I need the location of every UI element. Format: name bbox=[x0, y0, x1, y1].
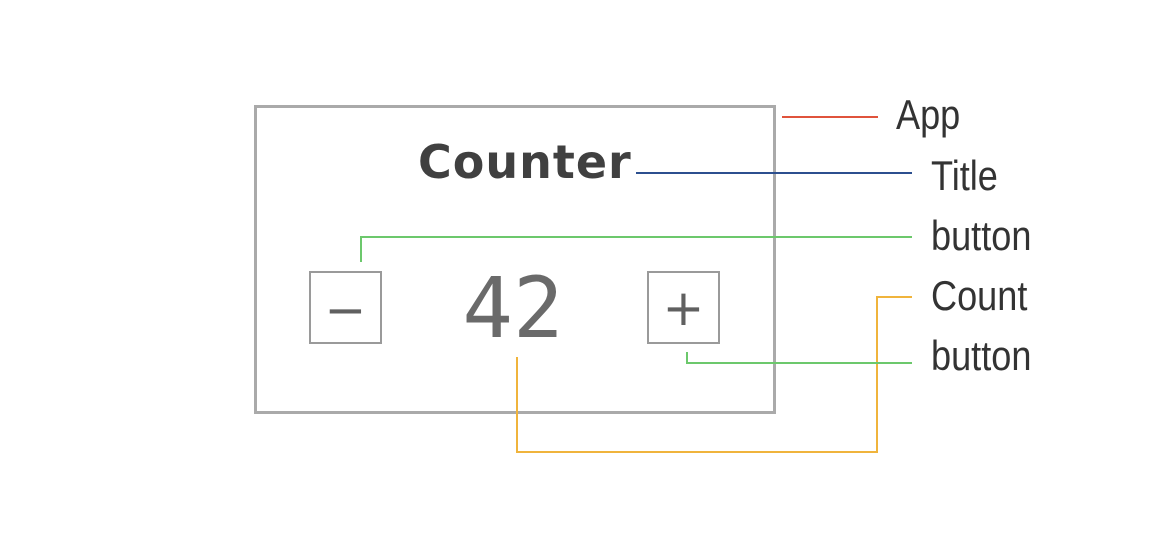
annotation-label-count: Count bbox=[931, 272, 1028, 319]
annotation-label-app: App bbox=[896, 91, 961, 138]
annotation-label-increment-button: button bbox=[931, 332, 1032, 379]
decrement-button-leader-line bbox=[360, 236, 912, 262]
count-display: 42 bbox=[462, 259, 564, 357]
increment-button[interactable]: + bbox=[647, 271, 720, 344]
app-frame bbox=[254, 105, 776, 414]
increment-button-leader-line bbox=[686, 352, 912, 364]
annotation-label-decrement-button: button bbox=[931, 212, 1032, 259]
decrement-button[interactable]: − bbox=[309, 271, 382, 344]
annotation-label-title: Title bbox=[931, 152, 998, 199]
plus-icon: + bbox=[662, 278, 705, 337]
count-leader-line bbox=[516, 296, 912, 453]
minus-icon: − bbox=[324, 280, 367, 339]
counter-title: Counter bbox=[418, 135, 632, 189]
